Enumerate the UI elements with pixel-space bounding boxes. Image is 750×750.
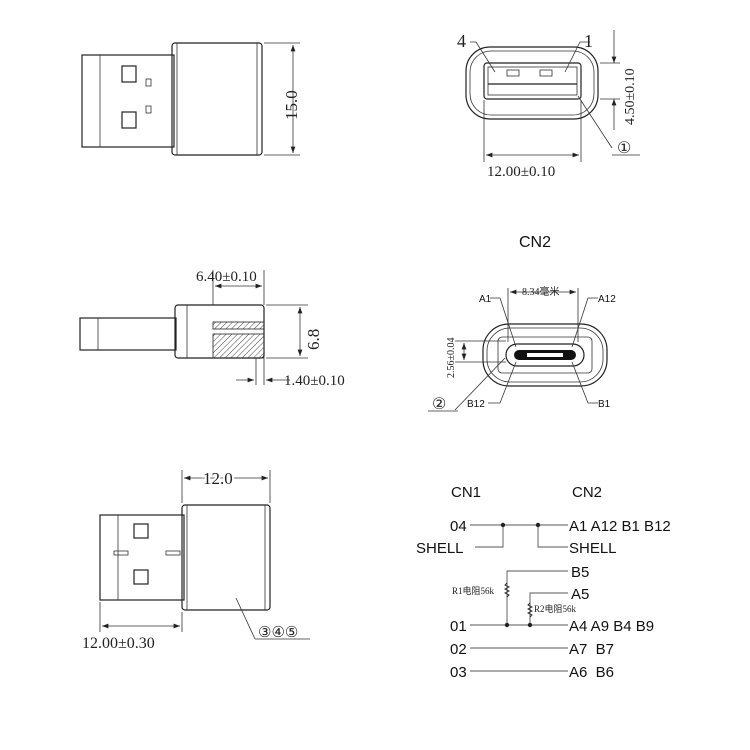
cn2-pins-02: A7 B7 bbox=[569, 641, 614, 658]
type-c-front-view: CN2 8.34毫米 A1 A12 B12 B1 2.56±0.04 ② bbox=[428, 234, 616, 413]
cn1-pin-02: 02 bbox=[450, 641, 467, 658]
usb-a-front-view: 4 1 4.50±0.10 12.00±0.10 ① bbox=[457, 30, 640, 180]
cn1-shell: SHELL bbox=[416, 540, 464, 557]
cn1-pin-04: 04 bbox=[450, 518, 467, 535]
pin-4-label: 4 bbox=[457, 31, 466, 51]
dim-height-label: 15.0 bbox=[282, 90, 301, 120]
r2-label: R2电阻56k bbox=[534, 603, 577, 614]
callout-345: ③④⑤ bbox=[258, 625, 298, 641]
cn2-title: CN2 bbox=[572, 484, 602, 501]
dim-width-label: 8.34毫米 bbox=[522, 285, 560, 298]
dim-height-label: 4.50±0.10 bbox=[623, 68, 638, 125]
dim-top-label: 6.40±0.10 bbox=[196, 269, 257, 285]
r1-label: R1电阻56k bbox=[452, 585, 495, 596]
cn2-title: CN2 bbox=[519, 234, 551, 251]
cn2-pins-04: A1 A12 B1 B12 bbox=[569, 518, 671, 535]
dim-bottom-label: 1.40±0.10 bbox=[284, 373, 345, 389]
bottom-view: 12.0 12.00±0.30 ③④⑤ bbox=[82, 467, 310, 652]
dim-height-label: 2.56±0.04 bbox=[446, 338, 457, 379]
cn2-pins-03: A6 B6 bbox=[569, 664, 614, 681]
wiring-schematic: CN1 CN2 04 A1 A12 B1 B12 SHELL SHELL B5 … bbox=[416, 484, 671, 681]
resistor-r1-icon bbox=[503, 582, 511, 598]
cn1-pin-03: 03 bbox=[450, 664, 467, 681]
label-a12: A12 bbox=[598, 294, 616, 305]
label-b1: B1 bbox=[598, 399, 611, 410]
cn1-title: CN1 bbox=[451, 484, 481, 501]
side-view: 6.40±0.10 6.8 1.40±0.10 bbox=[79, 269, 345, 389]
dim-height-label: 6.8 bbox=[304, 329, 323, 350]
label-b12: B12 bbox=[467, 399, 485, 410]
label-a1: A1 bbox=[479, 294, 492, 305]
cn2-pins-01: A4 A9 B4 B9 bbox=[569, 618, 654, 635]
pin-1-label: 1 bbox=[584, 31, 593, 51]
callout-2: ② bbox=[432, 396, 446, 413]
dim-top-label: 12.0 bbox=[203, 469, 233, 488]
cn2-pin-b5: B5 bbox=[571, 564, 589, 581]
cn1-pin-01: 01 bbox=[450, 618, 467, 635]
cn2-pin-a5: A5 bbox=[571, 586, 589, 603]
dim-width-label: 12.00±0.10 bbox=[487, 164, 555, 180]
dim-bottom-label: 12.00±0.30 bbox=[82, 635, 155, 652]
cn2-shell: SHELL bbox=[569, 540, 617, 557]
resistor-r2-icon bbox=[526, 602, 534, 618]
callout-1: ① bbox=[617, 140, 631, 157]
top-view: 15.0 bbox=[81, 42, 301, 156]
